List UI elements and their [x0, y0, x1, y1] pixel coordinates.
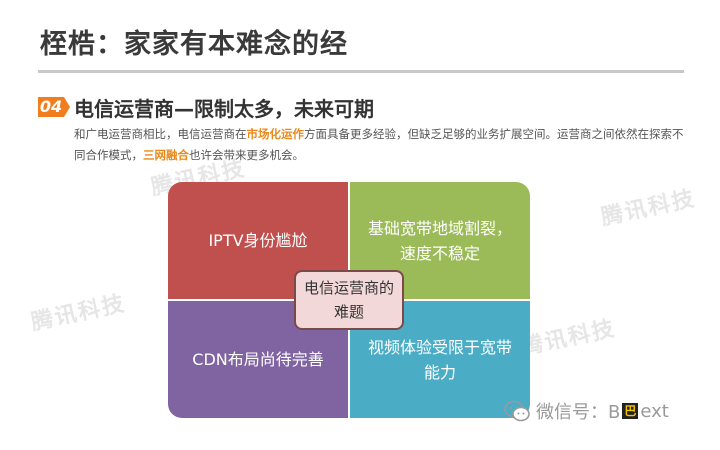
quadrant-video: 视频体验受限于宽带能力	[350, 301, 530, 418]
watermark: 腾讯科技	[518, 316, 619, 361]
quadrant-label: IPTV身份尴尬	[208, 231, 308, 250]
desc-highlight: 市场化运作	[246, 127, 305, 141]
desc-text: 也许会带来更多机会。	[189, 148, 304, 162]
watermark: 腾讯科技	[28, 291, 129, 336]
quadrant-label: CDN布局尚待完善	[192, 350, 324, 369]
quadrant-label: 视频体验受限于宽带能力	[367, 337, 512, 382]
section-description: 和广电运营商相比，电信运营商在市场化运作方面具备更多经验，但缺乏足够的业务扩展空…	[74, 124, 684, 166]
page-title: 桎梏：家家有本难念的经	[40, 29, 348, 60]
desc-text: 方面具备更多经验，但缺乏足够的业务扩展空间。运营商之间依然在探索不同合作模式，	[74, 127, 684, 162]
desc-highlight: 三网融合	[143, 148, 189, 162]
section-number-badge: 04	[38, 97, 70, 117]
center-label-box: 电信运营商的难题	[294, 270, 404, 330]
center-label: 电信运营商的难题	[304, 279, 395, 321]
wechat-icon	[504, 400, 530, 422]
watermark: 腾讯科技	[598, 186, 699, 231]
wechat-id-prefix: 微信号：B	[536, 402, 621, 423]
brand-logo: 巴	[622, 403, 639, 419]
desc-text: 和广电运营商相比，电信运营商在	[74, 127, 247, 141]
section-subtitle: 电信运营商—限制太多，未来可期	[74, 97, 374, 121]
quadrant-label: 基础宽带地域割裂，速度不稳定	[367, 218, 512, 263]
wechat-id-suffix: ext	[640, 400, 669, 422]
title-divider	[38, 70, 684, 73]
